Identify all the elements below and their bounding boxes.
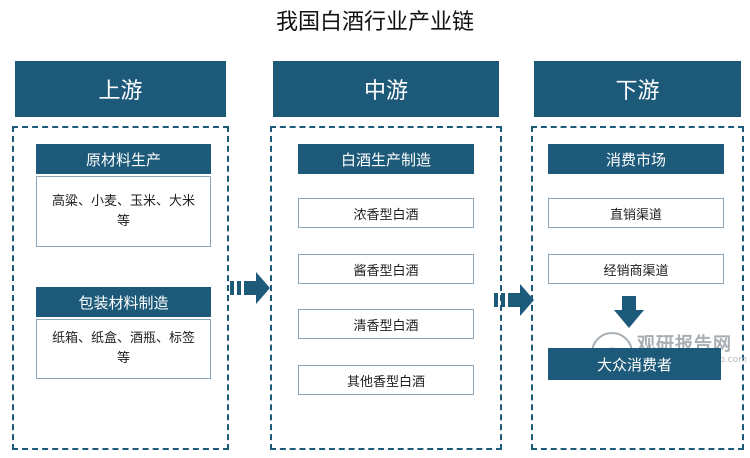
consumer-market-label: 消费市场 bbox=[548, 144, 724, 174]
downstream-header: 下游 bbox=[534, 61, 741, 117]
downstream-panel bbox=[531, 126, 744, 450]
liquor-production-label: 白酒生产制造 bbox=[298, 144, 474, 174]
diagram-title: 我国白酒行业产业链 bbox=[275, 10, 474, 35]
aroma-type-item: 浓香型白酒 bbox=[298, 198, 474, 228]
packaging-label: 包装材料制造 bbox=[36, 287, 211, 317]
arrow-right-icon bbox=[230, 272, 270, 304]
arrow-right-icon bbox=[494, 284, 534, 316]
aroma-type-item: 清香型白酒 bbox=[298, 309, 474, 339]
midstream-panel bbox=[270, 126, 502, 450]
consumer-label: 大众消费者 bbox=[548, 348, 721, 380]
packaging-detail: 纸箱、纸盒、酒瓶、标签等 bbox=[36, 319, 211, 379]
arrow-down-icon bbox=[614, 296, 644, 328]
channel-item: 经销商渠道 bbox=[548, 254, 724, 284]
aroma-type-item: 其他香型白酒 bbox=[298, 365, 474, 395]
upstream-header: 上游 bbox=[15, 61, 226, 117]
upstream-panel bbox=[12, 126, 229, 450]
midstream-header: 中游 bbox=[273, 61, 499, 117]
raw-material-label: 原材料生产 bbox=[36, 144, 211, 174]
aroma-type-item: 酱香型白酒 bbox=[298, 254, 474, 284]
raw-material-detail: 高粱、小麦、玉米、大米等 bbox=[36, 176, 211, 247]
channel-item: 直销渠道 bbox=[548, 198, 724, 228]
